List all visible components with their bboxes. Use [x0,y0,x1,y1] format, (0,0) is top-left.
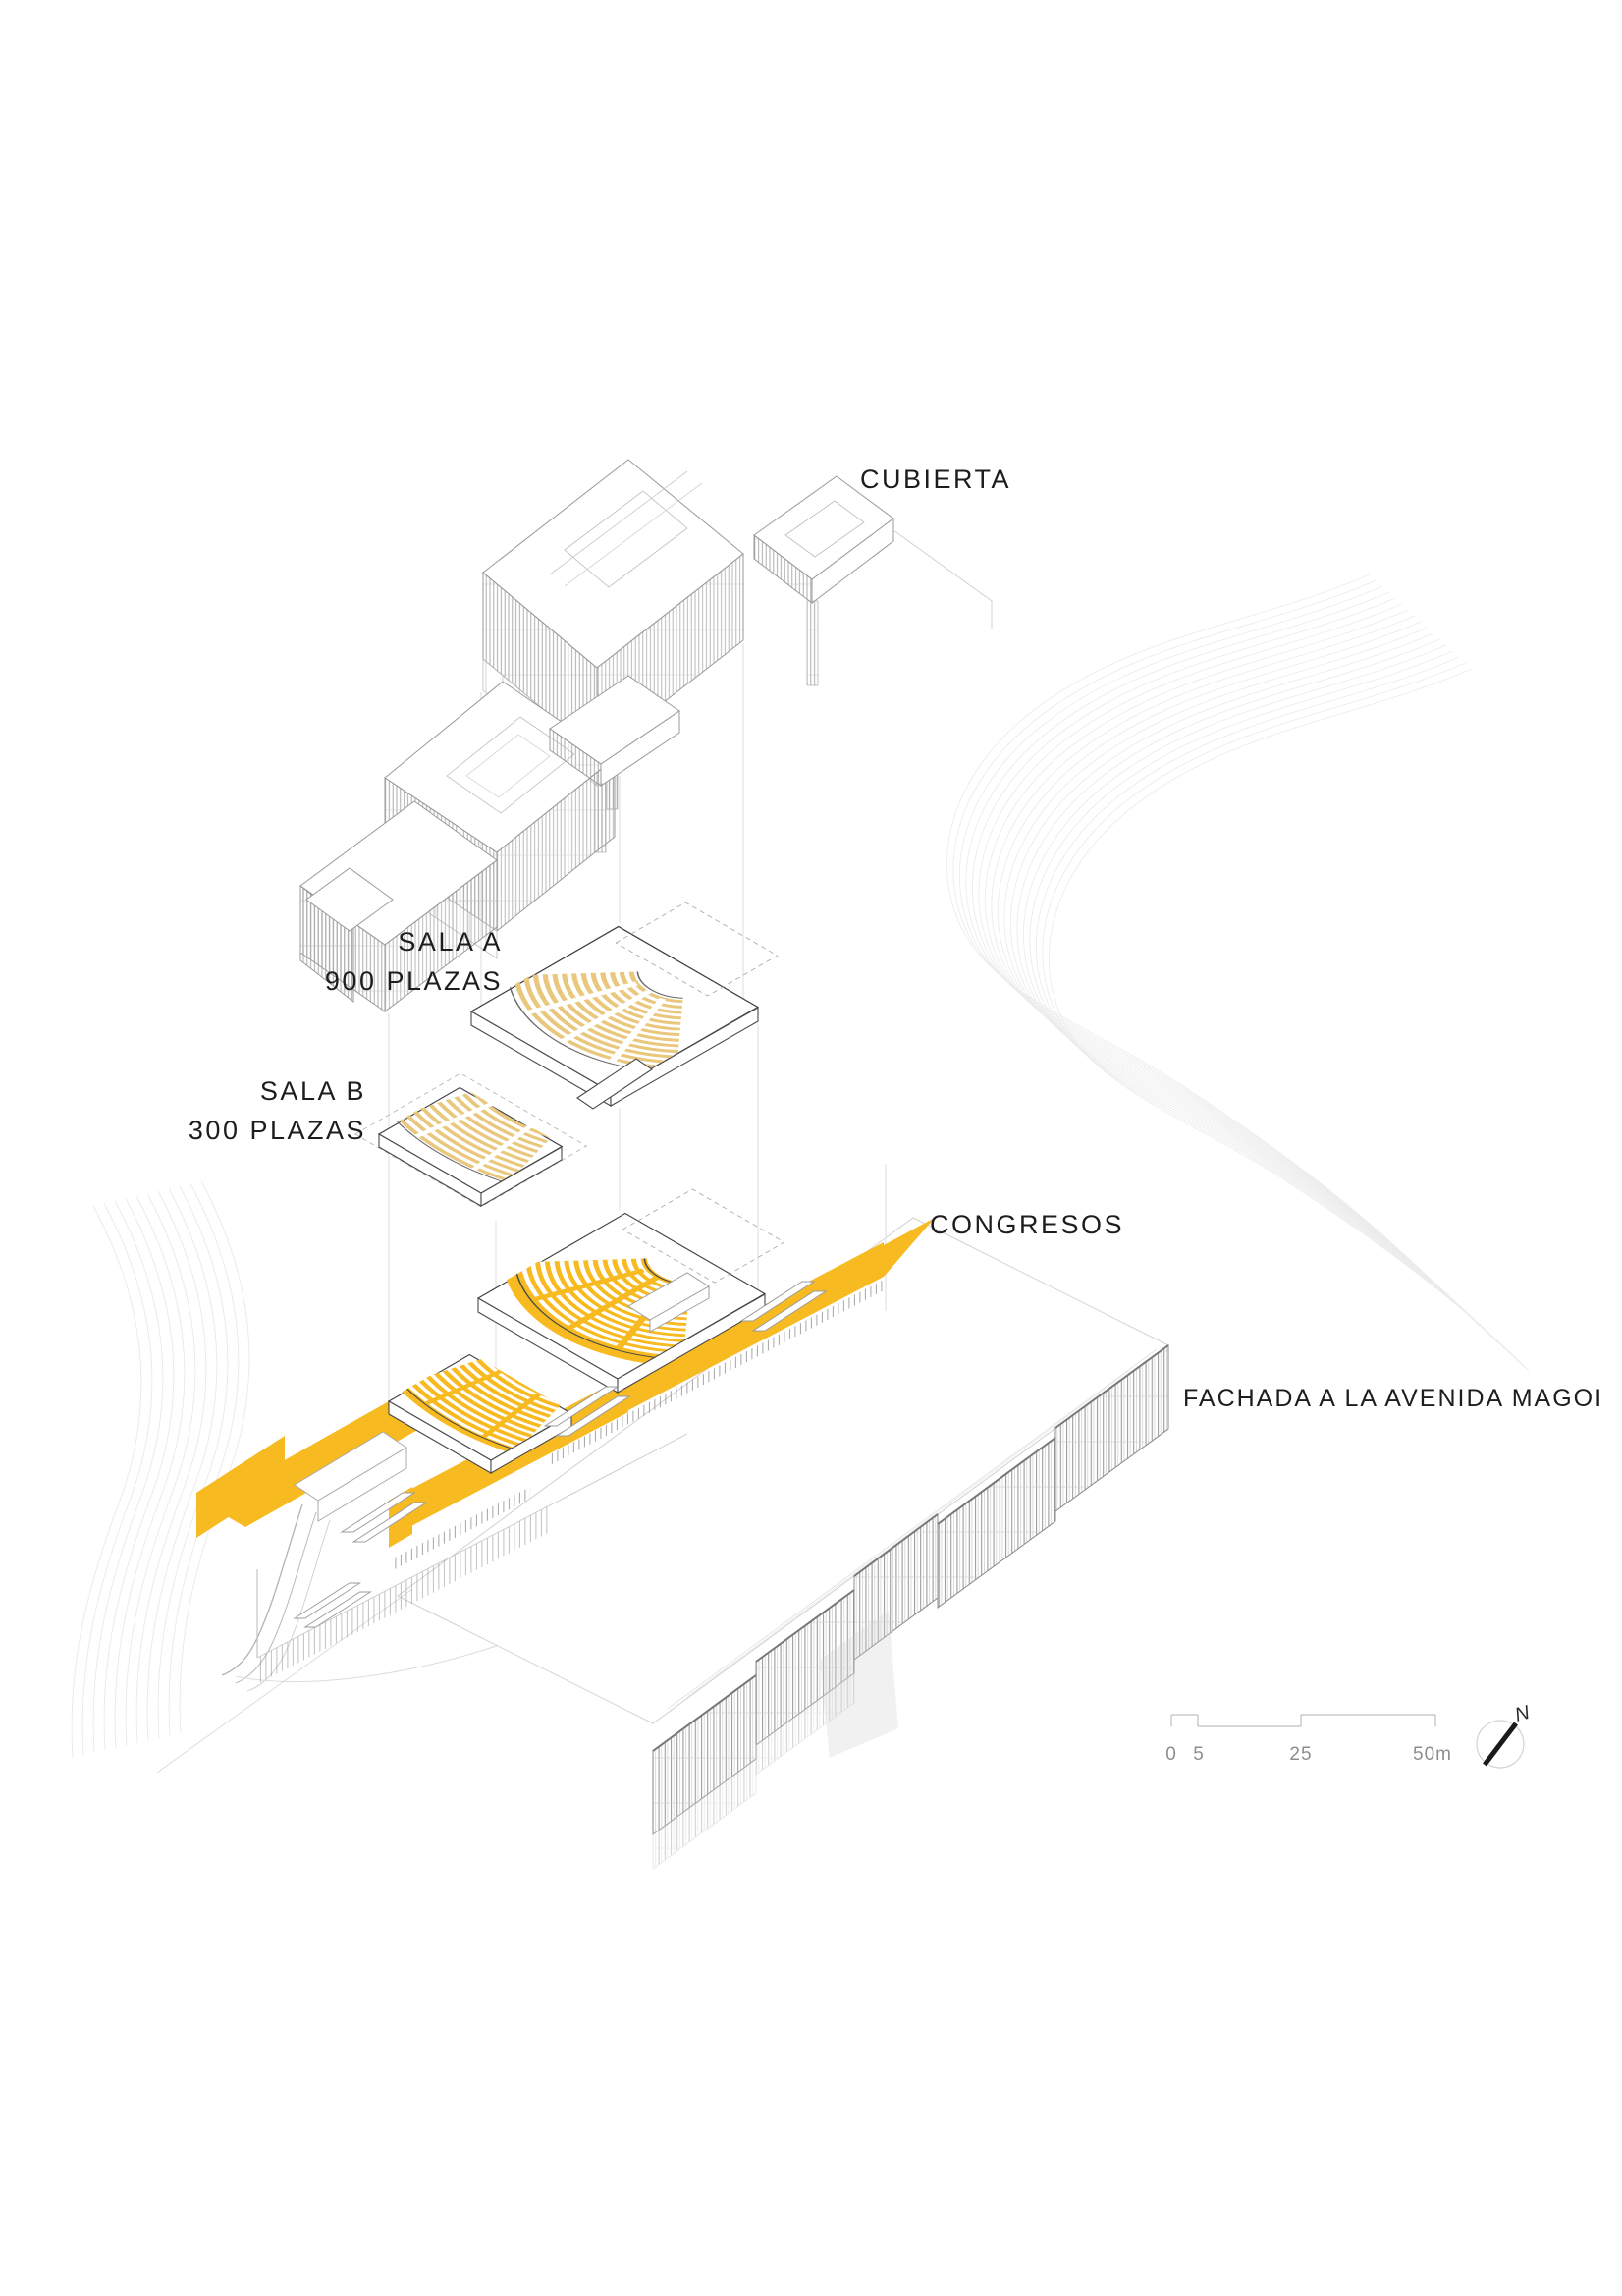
label-sala-b: SALA B [260,1076,366,1106]
sala-b-plate-sides [378,1133,563,1207]
congresos-sala-a-sides [477,1293,766,1394]
label-sala-a: SALA A [398,927,503,957]
scale-tick-0: 0 [1165,1744,1177,1765]
label-sala-a-plazas: 900 PLAZAS [325,966,503,996]
roof-group [299,459,993,1013]
north-arrow-icon: N [1476,1702,1533,1769]
contour-lines-left [71,1180,250,1759]
walkway-cores [627,1272,710,1333]
facade-wall [652,1344,1169,1870]
contour-lines-right [946,574,1529,1374]
label-congresos: CONGRESOS [930,1210,1124,1239]
congresos-floor [196,1218,935,1684]
scale-tick-50m: 50m [1413,1744,1452,1765]
sala-a-plate-sides [470,1007,759,1110]
scale-bar: 0 5 25 50m [1165,1714,1452,1765]
annotation-labels: CUBIERTA SALA A 900 PLAZAS SALA B 300 PL… [189,465,1603,1412]
label-cubierta: CUBIERTA [860,465,1011,494]
label-sala-b-plazas: 300 PLAZAS [189,1116,366,1145]
north-label: N [1513,1702,1533,1726]
label-fachada: FACHADA A LA AVENIDA MAGOI [1183,1385,1603,1412]
scale-tick-5: 5 [1193,1744,1205,1765]
scale-tick-25: 25 [1289,1744,1312,1765]
